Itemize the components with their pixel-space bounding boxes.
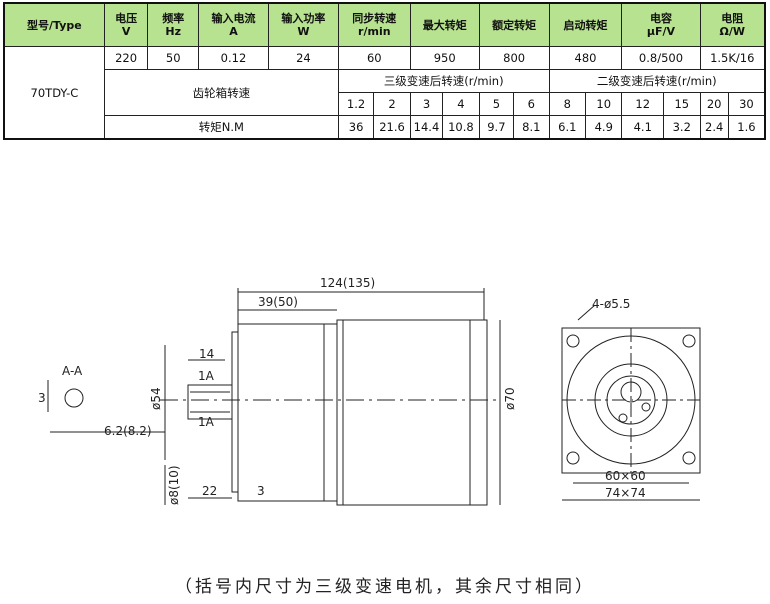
torque-cell: 8.1 (513, 115, 550, 140)
dim-key-a2: 1A (198, 415, 215, 429)
dim-square: 74×74 (605, 486, 646, 500)
torque-cell: 21.6 (373, 115, 411, 140)
ratio-cell: 30 (727, 92, 766, 116)
dim-flange-thickness: 3 (257, 484, 265, 498)
values-row: 70TDY-C 220 50 0.12 24 60 950 800 480 0.… (3, 46, 766, 140)
header-rated-torque: 额定转矩 (478, 2, 550, 47)
ratio-cell: 15 (663, 92, 701, 116)
output-shaft (187, 384, 233, 420)
ratio-cell: 20 (699, 92, 729, 116)
gearbox-label: 齿轮箱转速 (103, 69, 339, 116)
stage-label-row: 齿轮箱转速 三级变速后转速(r/min) 二级变速后转速(r/min) (4, 69, 766, 116)
gearbox-body (237, 323, 338, 502)
torque-cell: 14.4 (409, 115, 444, 140)
ratio-cell: 6 (513, 92, 550, 116)
mount-hole (682, 451, 696, 465)
header-max-torque: 最大转矩 (409, 2, 480, 47)
dim-motor-dia: ø70 (503, 387, 517, 410)
torque-row: 转矩N.M 36 21.6 14.4 10.8 9.7 8.1 6.1 4.9 … (4, 115, 766, 140)
dim-key-a1: 1A (198, 369, 215, 383)
header-start-torque: 启动转矩 (548, 2, 623, 47)
torque-cell: 4.9 (585, 115, 623, 140)
hole-label: 4-ø5.5 (592, 297, 630, 311)
value-rated-torque: 800 (478, 46, 550, 70)
dim-total-length: 124(135) (320, 276, 375, 290)
stage3-label: 三级变速后转速(r/min) (337, 69, 550, 93)
section-circle (64, 388, 84, 408)
value-current: 0.12 (198, 46, 269, 70)
torque-cell: 3.2 (663, 115, 701, 140)
stage2-label: 二级变速后转速(r/min) (548, 69, 766, 93)
torque-label: 转矩N.M (103, 115, 339, 140)
motor-body (336, 319, 488, 506)
torque-cell: 36 (337, 115, 375, 140)
dim-gear-length: 39(50) (258, 295, 298, 309)
footnote: （括号内尺寸为三级变速电机，其余尺寸相同） (175, 577, 595, 597)
header-type: 型号/Type (3, 2, 105, 47)
torque-cell: 9.7 (478, 115, 515, 140)
flange (231, 331, 239, 493)
value-capacitor: 0.8/500 (621, 46, 701, 70)
value-power: 24 (267, 46, 339, 70)
ratio-cell: 4 (442, 92, 480, 116)
ratio-cell: 8 (548, 92, 587, 116)
ratio-cell: 10 (585, 92, 623, 116)
value-sync-speed: 60 (337, 46, 411, 70)
value-start-torque: 480 (548, 46, 623, 70)
ratio-row: 1.2 2 3 4 5 6 8 10 12 15 20 30 (4, 92, 766, 116)
dim-key-length: 14 (199, 347, 214, 361)
value-max-torque: 950 (409, 46, 480, 70)
dim-hole-pitch: 60×60 (605, 469, 646, 483)
dim-shaft-dia: ø8(10) (167, 465, 181, 505)
torque-cell: 10.8 (442, 115, 480, 140)
value-resistor: 1.5K/16 (699, 46, 766, 70)
ratio-cell: 1.2 (337, 92, 375, 116)
mount-hole (566, 334, 580, 348)
value-frequency: 50 (147, 46, 200, 70)
value-voltage: 220 (103, 46, 149, 70)
torque-cell: 2.4 (699, 115, 729, 140)
dim-shaft-flat: 6.2(8.2) (104, 424, 152, 438)
torque-cell: 1.6 (727, 115, 766, 140)
mount-hole (566, 451, 580, 465)
ratio-cell: 5 (478, 92, 515, 116)
ratio-cell: 12 (621, 92, 665, 116)
torque-cell: 6.1 (548, 115, 587, 140)
model-cell: 70TDY-C (3, 46, 105, 140)
section-dim: 3 (38, 391, 46, 405)
dim-flange-dia: ø54 (149, 387, 163, 410)
technical-drawing: 124(135) 39(50) ø70 ø54 14 1A 1A ø8(10) … (38, 276, 701, 506)
section-label: A-A (62, 364, 83, 378)
ratio-cell: 3 (409, 92, 444, 116)
ratio-cell: 2 (373, 92, 411, 116)
mount-hole (682, 334, 696, 348)
torque-cell: 4.1 (621, 115, 665, 140)
dim-shaft-length: 22 (202, 484, 217, 498)
